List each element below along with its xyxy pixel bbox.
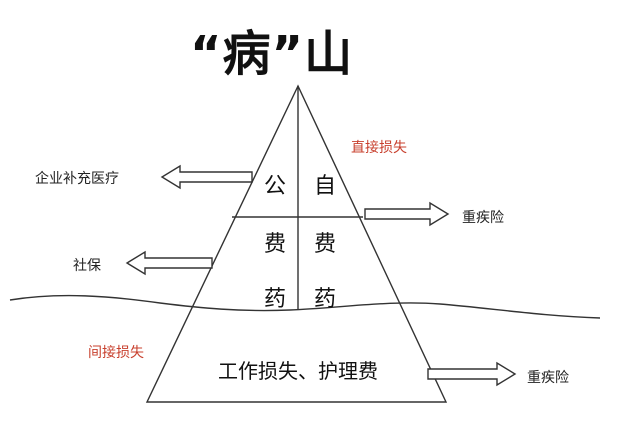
pyramid-outline	[145, 84, 448, 403]
base-text: 工作损失、护理费	[218, 359, 378, 383]
cell-public: 公	[264, 174, 287, 199]
social-security-label: 社保	[73, 258, 101, 274]
critical-illness-right-label: 重疾险	[462, 210, 504, 226]
enterprise-medical-label: 企业补充医疗	[35, 171, 119, 187]
cell-fee-left: 费	[264, 232, 287, 257]
cell-self: 自	[314, 174, 337, 199]
cell-medicine-right: 药	[314, 287, 337, 312]
arrow-critical-illness-bottom	[427, 361, 517, 387]
indirect-loss-label: 间接损失	[88, 345, 144, 361]
arrow-social-security	[125, 250, 213, 276]
critical-illness-bottom-label: 重疾险	[527, 370, 569, 386]
diagram-title: “病”山	[190, 26, 354, 82]
arrow-enterprise-medical	[160, 164, 253, 190]
direct-loss-label: 直接损失	[351, 140, 407, 156]
arrow-critical-illness-right	[364, 201, 450, 227]
cell-medicine-left: 药	[264, 287, 287, 312]
cell-fee-right: 费	[314, 232, 337, 257]
water-line	[9, 294, 601, 319]
